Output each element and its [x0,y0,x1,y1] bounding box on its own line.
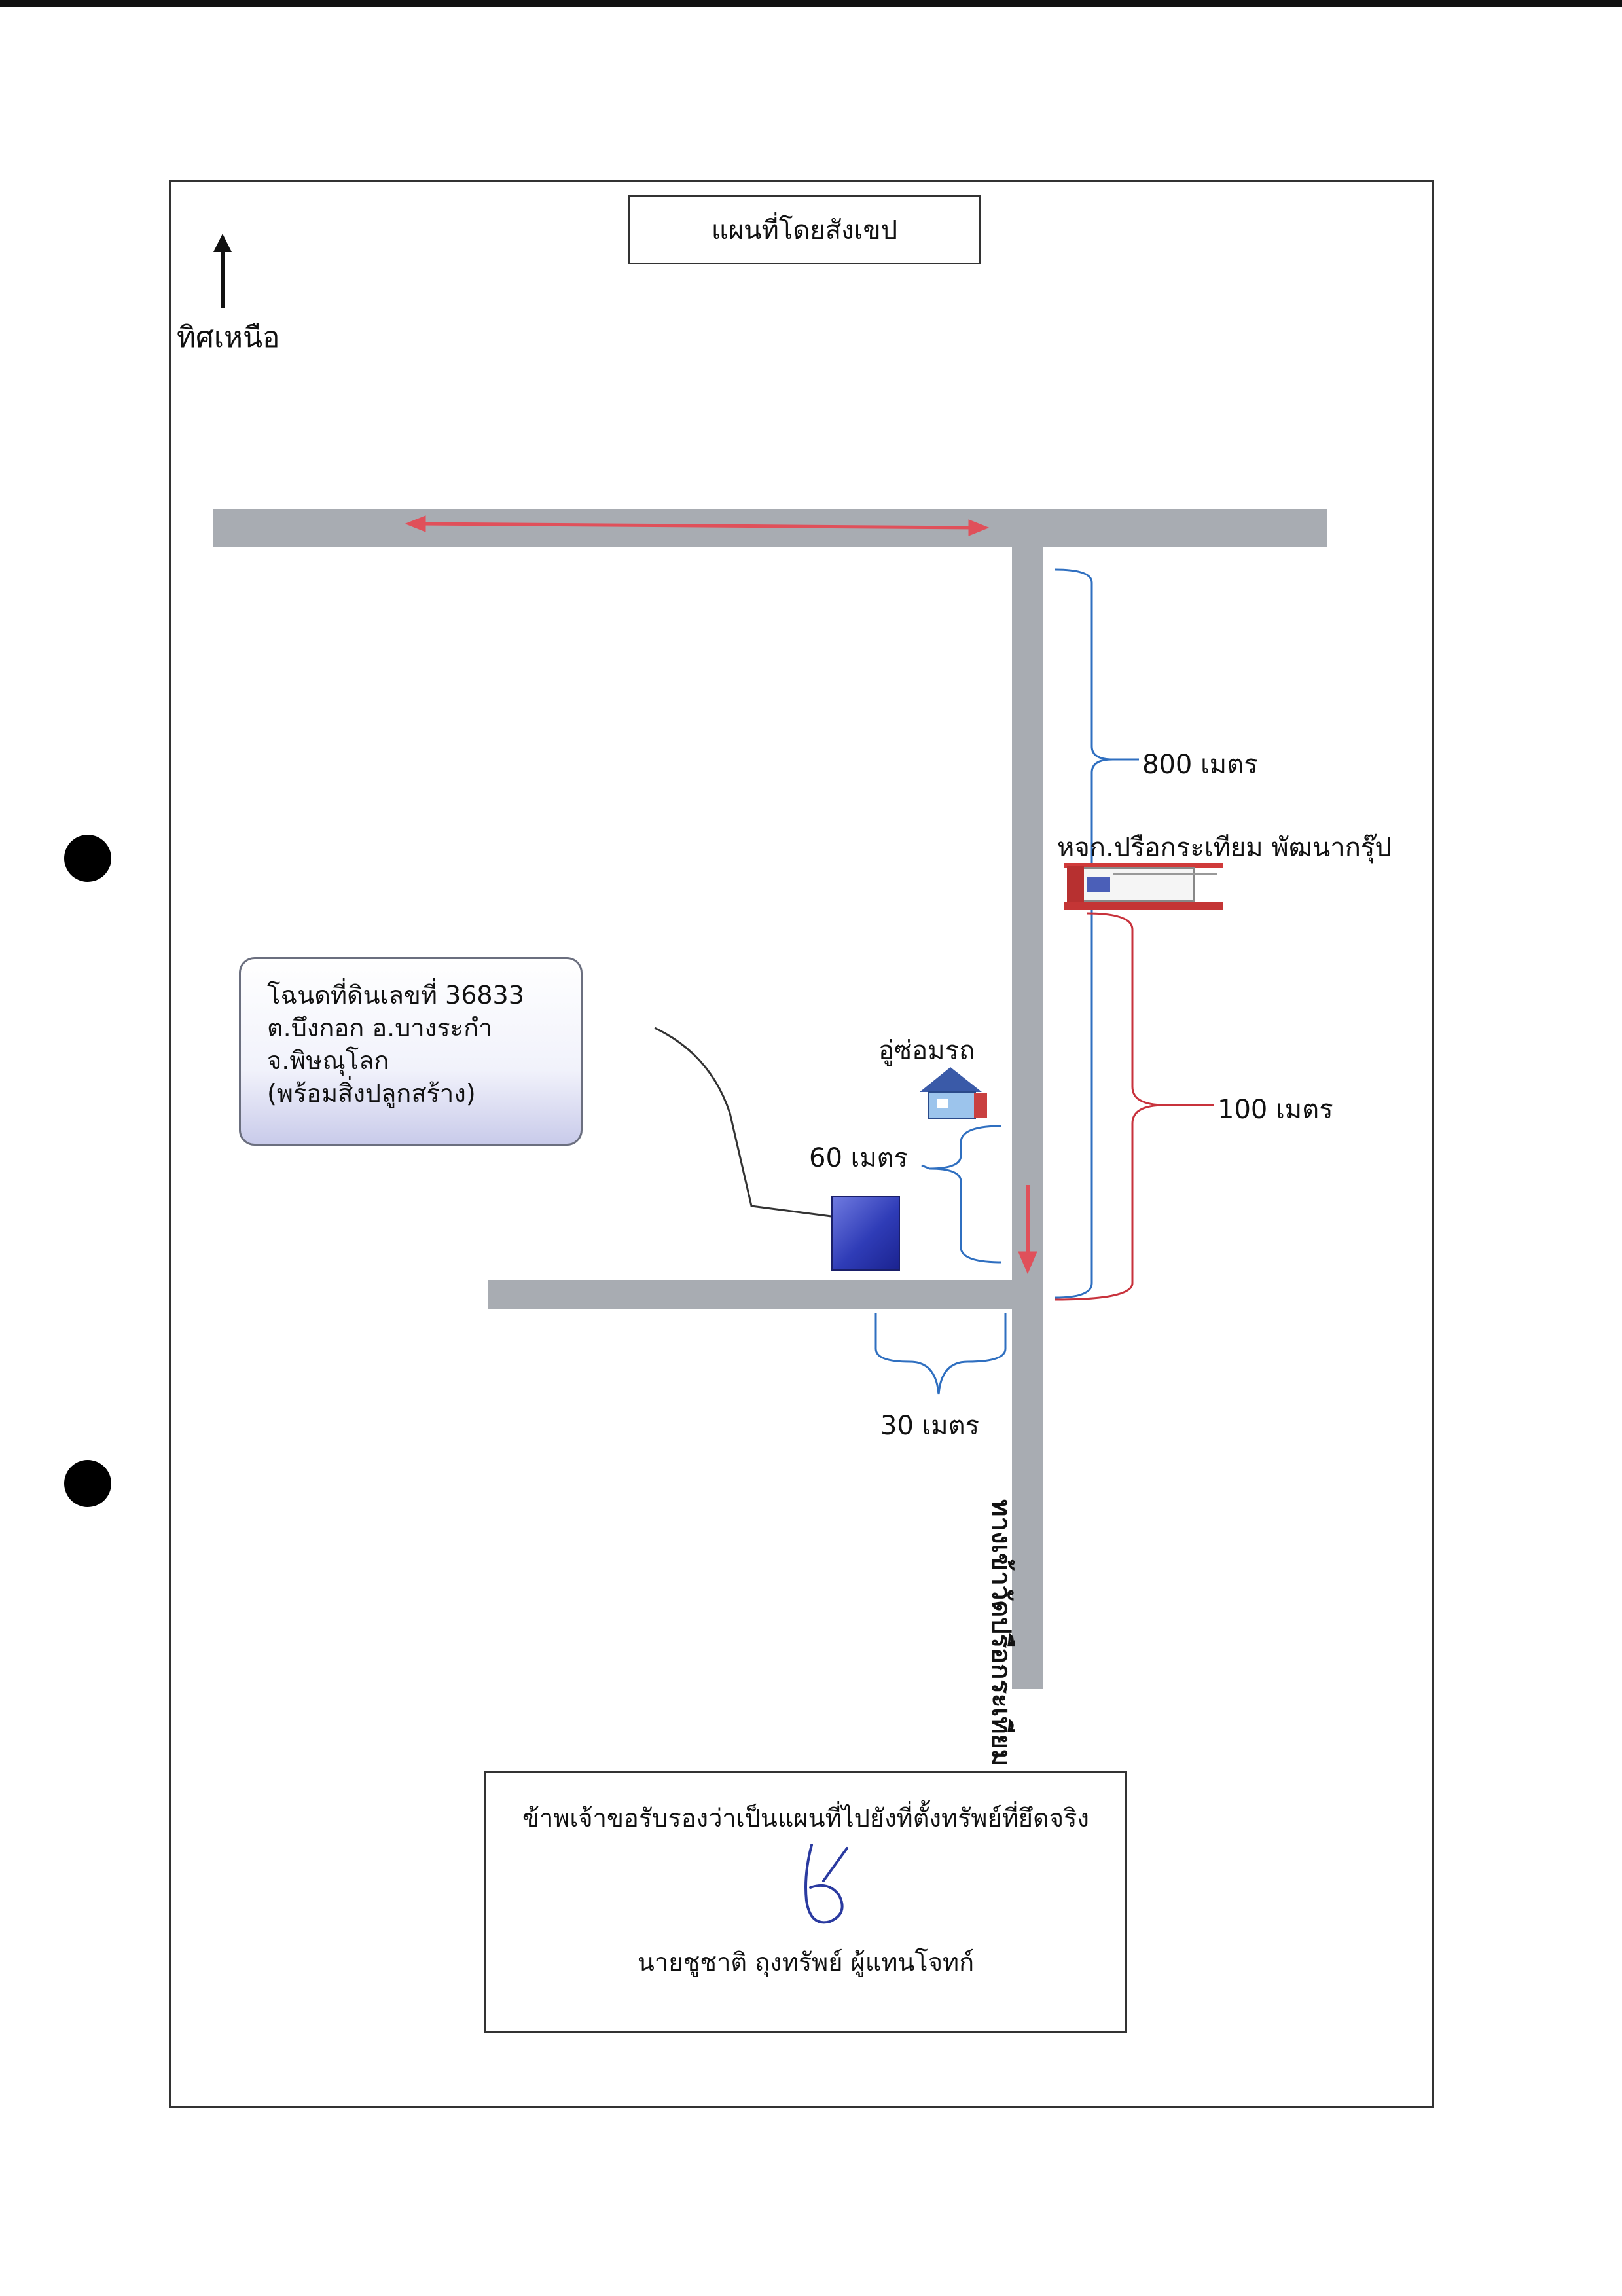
parcel-callout: โฉนดที่ดินเลขที่ 36833 ต.บึงกอก อ.บางระก… [239,957,583,1146]
distance-100m-label: 100 เมตร [1217,1095,1333,1125]
up-arrow-icon [213,234,232,308]
parcel-province-line: จ.พิษณุโลก [267,1046,389,1075]
signature [804,1844,848,1924]
building-icon [1064,863,1223,910]
parcel-deed-line: โฉนดที่ดินเลขที่ 36833 [267,981,524,1010]
distance-60m-label: 60 เมตร [809,1143,909,1173]
garage-label: อู่ซ่อมรถ [878,1036,975,1066]
bracket-30m [874,1313,1007,1395]
north-label: ทิศเหนือ [177,321,280,354]
distance-800m-label: 800 เมตร [1142,750,1258,780]
certification-text: ข้าพเจ้าขอรับรองว่าเป็นแผนที่ไปยังที่ตั้… [522,1804,1089,1832]
land-parcel [831,1196,900,1271]
house-icon [920,1067,987,1119]
temple-access-road [1012,547,1043,1689]
route-arrow [405,515,990,536]
scan-top-edge [0,0,1622,7]
side-road [488,1280,1012,1309]
company-label: หจก.ปรือกระเทียม พัฒนากรุ๊ป [1057,833,1392,863]
map-frame [169,180,1434,2108]
certification-box: ข้าพเจ้าขอรับรองว่าเป็นแผนที่ไปยังที่ตั้… [484,1771,1127,2033]
distance-30m-label: 30 เมตร [880,1411,980,1441]
bracket-800m [1054,568,1113,1299]
parcel-building-line: (พร้อมสิ่งปลูกสร้าง) [267,1079,476,1108]
certifier-name: นายชูชาติ ถุงทรัพย์ ผู้แทนโจทก์ [637,1948,975,1977]
map-title: แผนที่โดยสังเขป [628,195,981,264]
callout-leader [654,1027,832,1218]
punch-hole [64,1460,111,1507]
bracket-60m [929,1125,1002,1264]
parcel-subdistrict-line: ต.บึงกอก อ.บางระกำ [267,1013,493,1042]
access-road-label: ทางเข้าวัดปรือกระเทียม [986,1499,1016,1767]
route-down-arrow [1018,1185,1037,1275]
bracket-100m [1054,912,1166,1301]
punch-hole [64,835,111,882]
main-road [213,509,1327,547]
